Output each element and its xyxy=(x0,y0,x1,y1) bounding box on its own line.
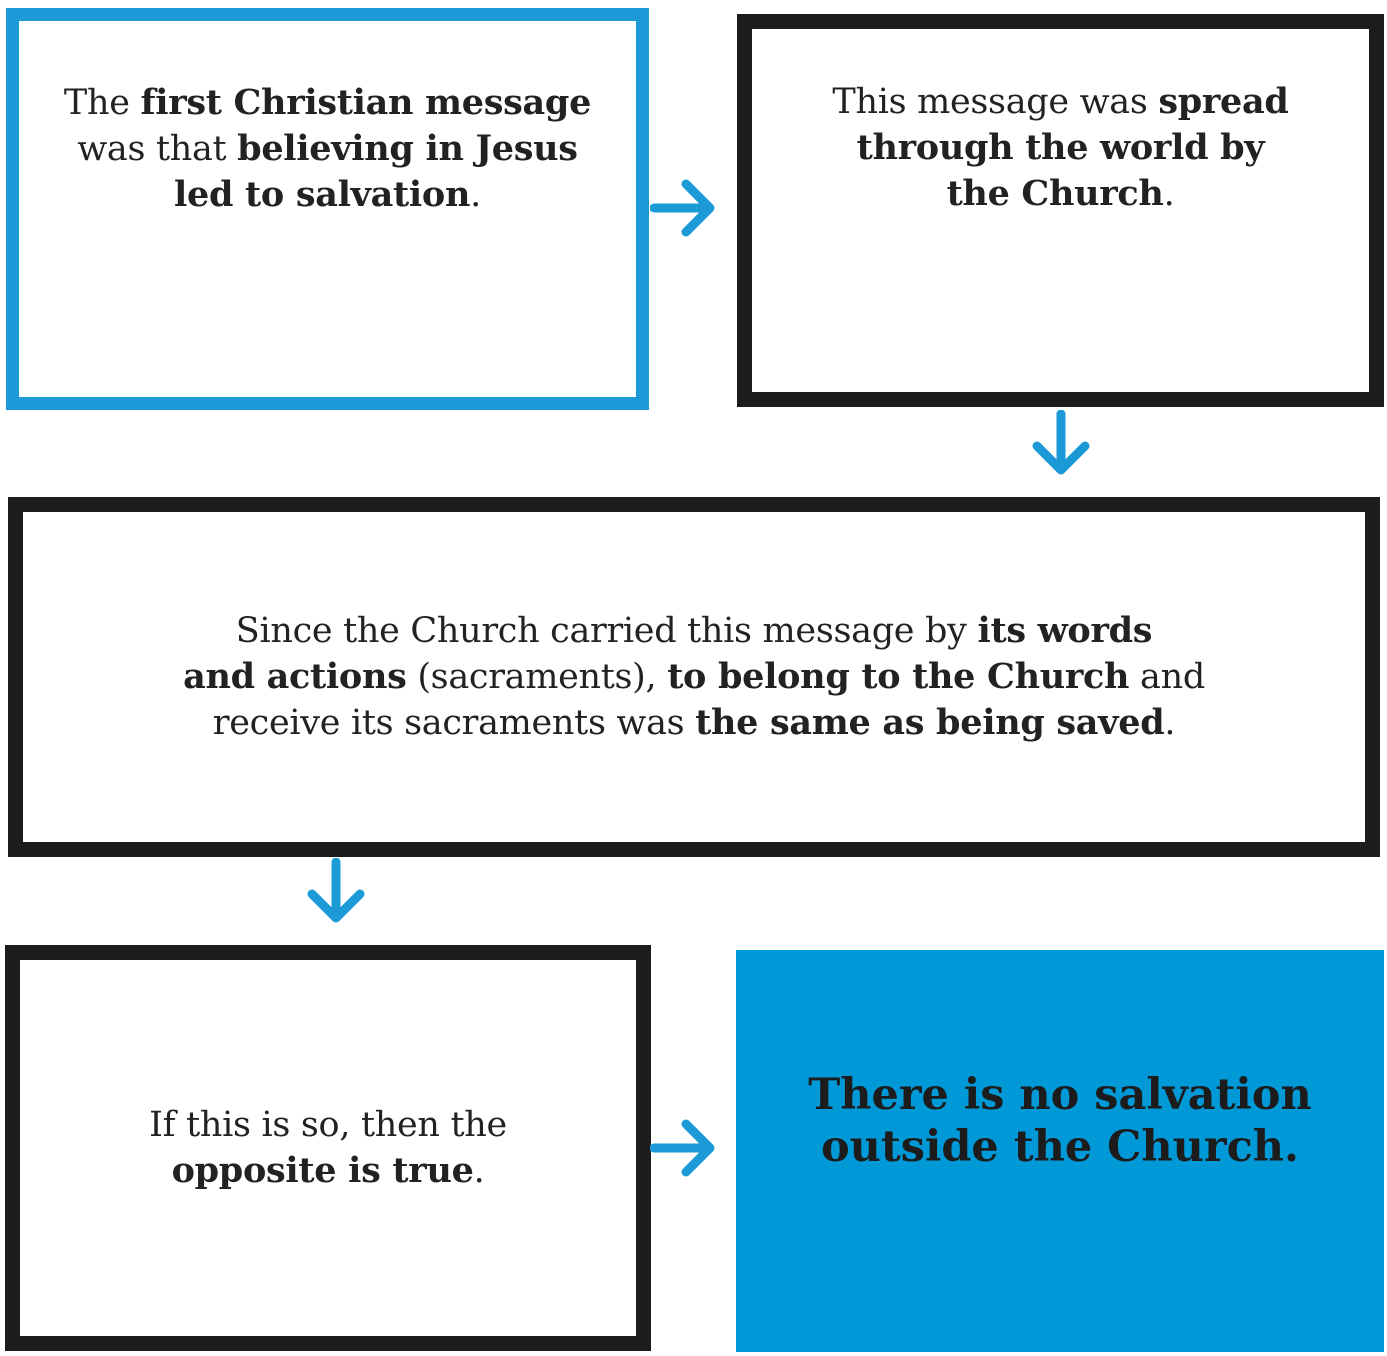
text-line: the Church. xyxy=(832,171,1288,217)
text-line: This message was spread xyxy=(832,79,1288,125)
arrow-down-icon xyxy=(307,858,365,923)
bold-phrase: first Christian message xyxy=(140,82,592,123)
plain-phrase: was that xyxy=(77,129,238,169)
bold-phrase: and actions xyxy=(183,656,407,697)
plain-phrase: . xyxy=(1163,174,1175,214)
plain-phrase: Since the Church carried this message by xyxy=(235,611,978,651)
text-line: If this is so, then the xyxy=(149,1102,507,1148)
bold-phrase: opposite is true xyxy=(171,1150,474,1191)
plain-phrase: (sacraments), xyxy=(406,657,668,697)
plain-phrase: If this is so, then the xyxy=(149,1105,507,1145)
conclusion-box: There is no salvation outside the Church… xyxy=(736,950,1384,1352)
text-line: and actions (sacraments), to belong to t… xyxy=(183,654,1205,700)
conclusion-text: There is no salvation outside the Church… xyxy=(808,1069,1311,1173)
arrow-right-icon xyxy=(650,1119,715,1177)
bold-phrase: spread xyxy=(1158,81,1289,122)
step-3-box: Since the Church carried this message by… xyxy=(8,497,1380,857)
bold-phrase: the Church xyxy=(946,173,1164,214)
bold-phrase: believing in Jesus xyxy=(237,128,578,169)
arrow-down-icon xyxy=(1032,410,1090,475)
plain-phrase: . xyxy=(1164,703,1176,743)
text-line: was that believing in Jesus xyxy=(64,126,591,172)
conclusion-line-2: outside the Church. xyxy=(820,1122,1300,1172)
plain-phrase: The xyxy=(63,83,141,123)
text-line: through the world by xyxy=(832,125,1288,171)
bold-phrase: to belong to the Church xyxy=(667,656,1130,697)
plain-phrase: . xyxy=(470,175,481,215)
plain-phrase: . xyxy=(473,1151,485,1191)
text-line: The first Christian message xyxy=(64,80,591,126)
bold-phrase: its words xyxy=(977,610,1153,651)
text-line: led to salvation. xyxy=(64,172,591,218)
plain-phrase: and xyxy=(1129,657,1205,697)
bold-phrase: the same as being saved xyxy=(695,702,1165,743)
plain-phrase: receive its sacraments was xyxy=(212,703,696,743)
text-line: opposite is true. xyxy=(149,1148,507,1194)
arrow-right-icon xyxy=(650,179,715,237)
conclusion-line-1: There is no salvation xyxy=(808,1070,1312,1120)
bold-phrase: led to salvation xyxy=(174,174,471,215)
plain-phrase: This message was xyxy=(832,82,1159,122)
text-line: Since the Church carried this message by… xyxy=(183,608,1205,654)
step-3-text: Since the Church carried this message by… xyxy=(183,608,1205,746)
text-line: receive its sacraments was the same as b… xyxy=(183,700,1205,746)
bold-phrase: through the world by xyxy=(856,127,1265,168)
